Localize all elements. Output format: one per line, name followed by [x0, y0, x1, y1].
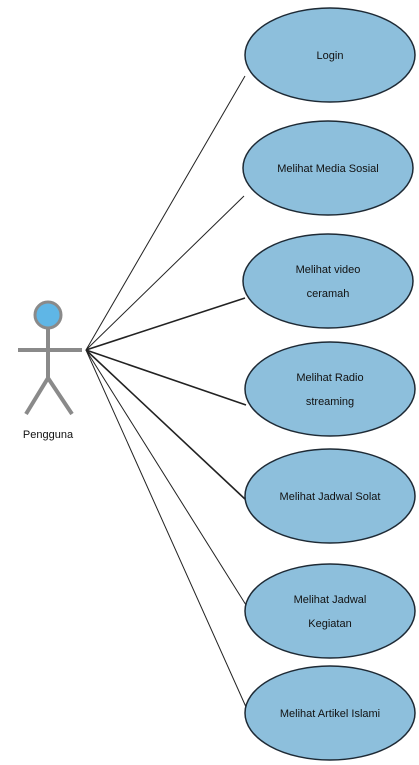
actor-head [33, 300, 63, 330]
actor-left-leg [24, 376, 50, 416]
use-case: Login [244, 7, 416, 103]
associations [85, 75, 247, 708]
association-line [85, 349, 247, 708]
association-line [85, 349, 247, 501]
association-line [85, 349, 247, 406]
use-case-label: Melihat Jadwal Solat [280, 491, 381, 503]
association-line [85, 297, 246, 351]
use-case-label: Kegiatan [308, 618, 351, 630]
use-case-ellipse [244, 563, 416, 659]
use-case-ellipse [244, 7, 416, 103]
use-case: Melihat Jadwal Solat [244, 448, 416, 544]
use-case: Melihat Artikel Islami [244, 665, 416, 761]
actor-right-leg [46, 376, 74, 416]
use-case-ellipse [242, 233, 414, 329]
association-line [85, 195, 245, 351]
use-case-label: Melihat Artikel Islami [280, 708, 380, 720]
actor-pengguna: Pengguna [18, 300, 82, 441]
use-case: Melihat Radio streaming [244, 341, 416, 437]
use-case: Melihat video ceramah [242, 233, 414, 329]
use-case: Melihat Media Sosial [242, 120, 414, 216]
use-case-ellipse [244, 341, 416, 437]
actor-label: Pengguna [23, 429, 74, 441]
use-case-label: ceramah [307, 288, 350, 300]
use-case-label: Melihat Radio [296, 372, 363, 384]
use-case-label: Melihat video [296, 264, 361, 276]
use-case-ellipse [244, 665, 416, 761]
use-case-label: Melihat Jadwal [294, 594, 367, 606]
association-line [85, 349, 247, 606]
use-case-label: streaming [306, 396, 354, 408]
association-line [85, 75, 246, 351]
use-case-label: Melihat Media Sosial [277, 163, 379, 175]
use-case-ellipse [242, 120, 414, 216]
use-case-ellipse [244, 448, 416, 544]
use-case-label: Login [317, 50, 344, 62]
